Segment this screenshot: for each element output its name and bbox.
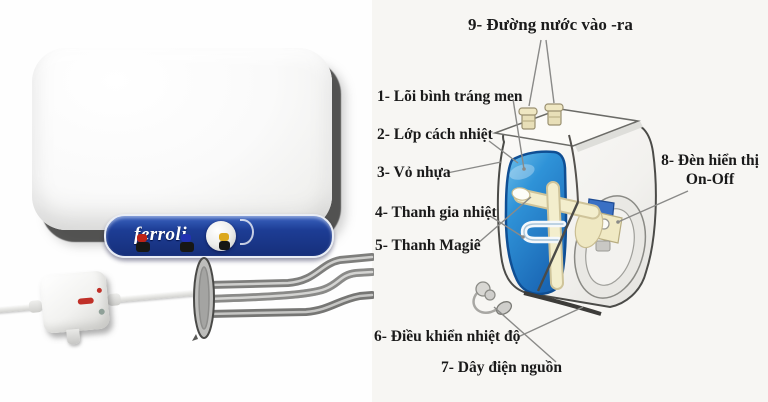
label-heating-rod: 4- Thanh gia nhiệt: [375, 204, 497, 221]
label-water-in-out: 9- Đường nước vào -ra: [468, 15, 633, 34]
connector-nub: [180, 242, 194, 252]
heating-element-photo: [192, 253, 374, 341]
label-magnesium-rod: 5- Thanh Magiê: [375, 237, 481, 254]
label-temperature-control: 6- Điều khiển nhiệt độ: [374, 328, 521, 345]
label-insulation-layer: 2- Lớp cách nhiệt: [377, 126, 493, 143]
pipe-connector-drain: [219, 233, 229, 241]
label-enameled-core: 1- Lõi bình tráng men: [377, 88, 523, 105]
label-onoff-light-line1: 8- Đèn hiển thị: [661, 152, 759, 169]
elcb-breaker-photo: [0, 250, 211, 355]
label-onoff-light: 8- Đèn hiển thị On-Off: [658, 151, 762, 190]
brand-logo: ferroli: [134, 224, 188, 245]
connector-nub: [136, 242, 150, 252]
label-power-cord: 7- Dây điện nguồn: [441, 359, 563, 376]
elcb-reset-dot: [98, 308, 105, 316]
label-plastic-shell: 3- Vỏ nhựa: [377, 164, 451, 181]
elcb-tab: [66, 328, 81, 345]
water-heater-photo: ferroli: [32, 48, 334, 258]
cord-ferrule: [107, 293, 122, 307]
pipe-connector-hot: [137, 234, 147, 242]
elcb-indicator-dot: [96, 287, 103, 294]
elcb-box: [39, 270, 111, 334]
connector-nub: [219, 241, 230, 250]
label-onoff-light-line2: On-Off: [685, 171, 735, 189]
pipe-connector-cold: [181, 234, 191, 242]
knob-arc-decoration: [240, 219, 254, 245]
elcb-test-slot: [77, 297, 94, 305]
cord-ferrule: [28, 299, 43, 314]
